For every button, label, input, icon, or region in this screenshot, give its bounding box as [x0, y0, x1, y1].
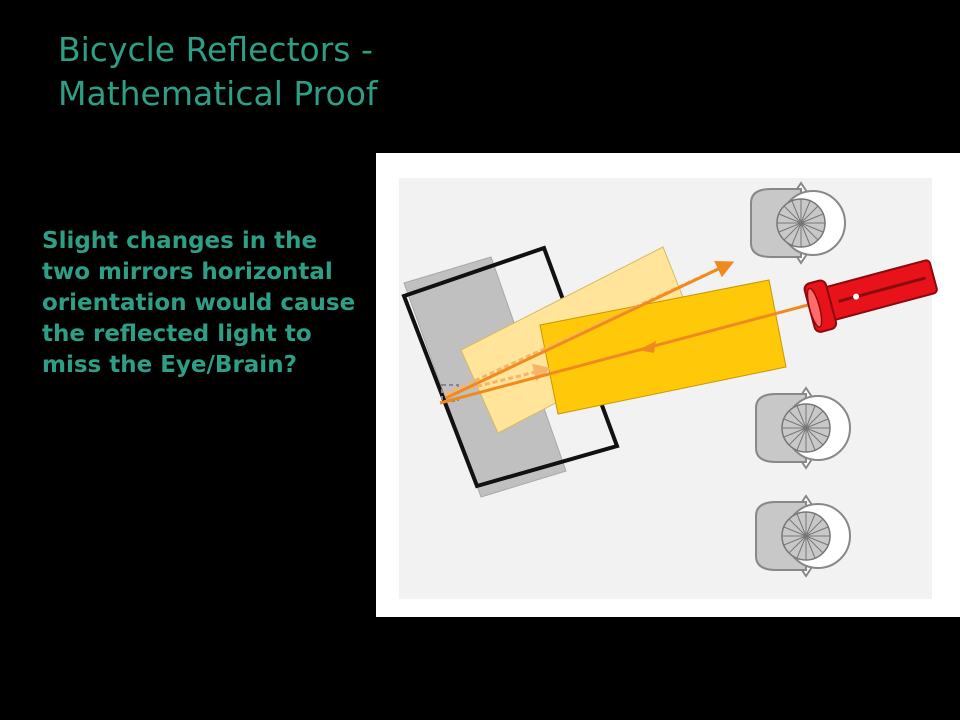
slide-body-text: Slight changes in the two mirrors horizo… [42, 228, 356, 378]
slide-title: Bicycle Reflectors - Mathematical Proof [58, 30, 378, 113]
incoming-light-ray [439, 303, 809, 405]
flashlight-icon [803, 259, 938, 333]
reflector-diagram [376, 153, 960, 617]
yellow-mirror [539, 279, 787, 415]
mirror-frame-outline [401, 245, 620, 489]
eye-icon [750, 181, 846, 265]
reflected-ray-to-eye [445, 261, 735, 400]
reflector-diagram-svg [401, 181, 938, 578]
incoming-ray-arrowhead [638, 341, 656, 353]
eye-icon [755, 386, 851, 470]
eye-icon [755, 494, 851, 578]
dashed-reflected-ray-long [445, 261, 732, 396]
